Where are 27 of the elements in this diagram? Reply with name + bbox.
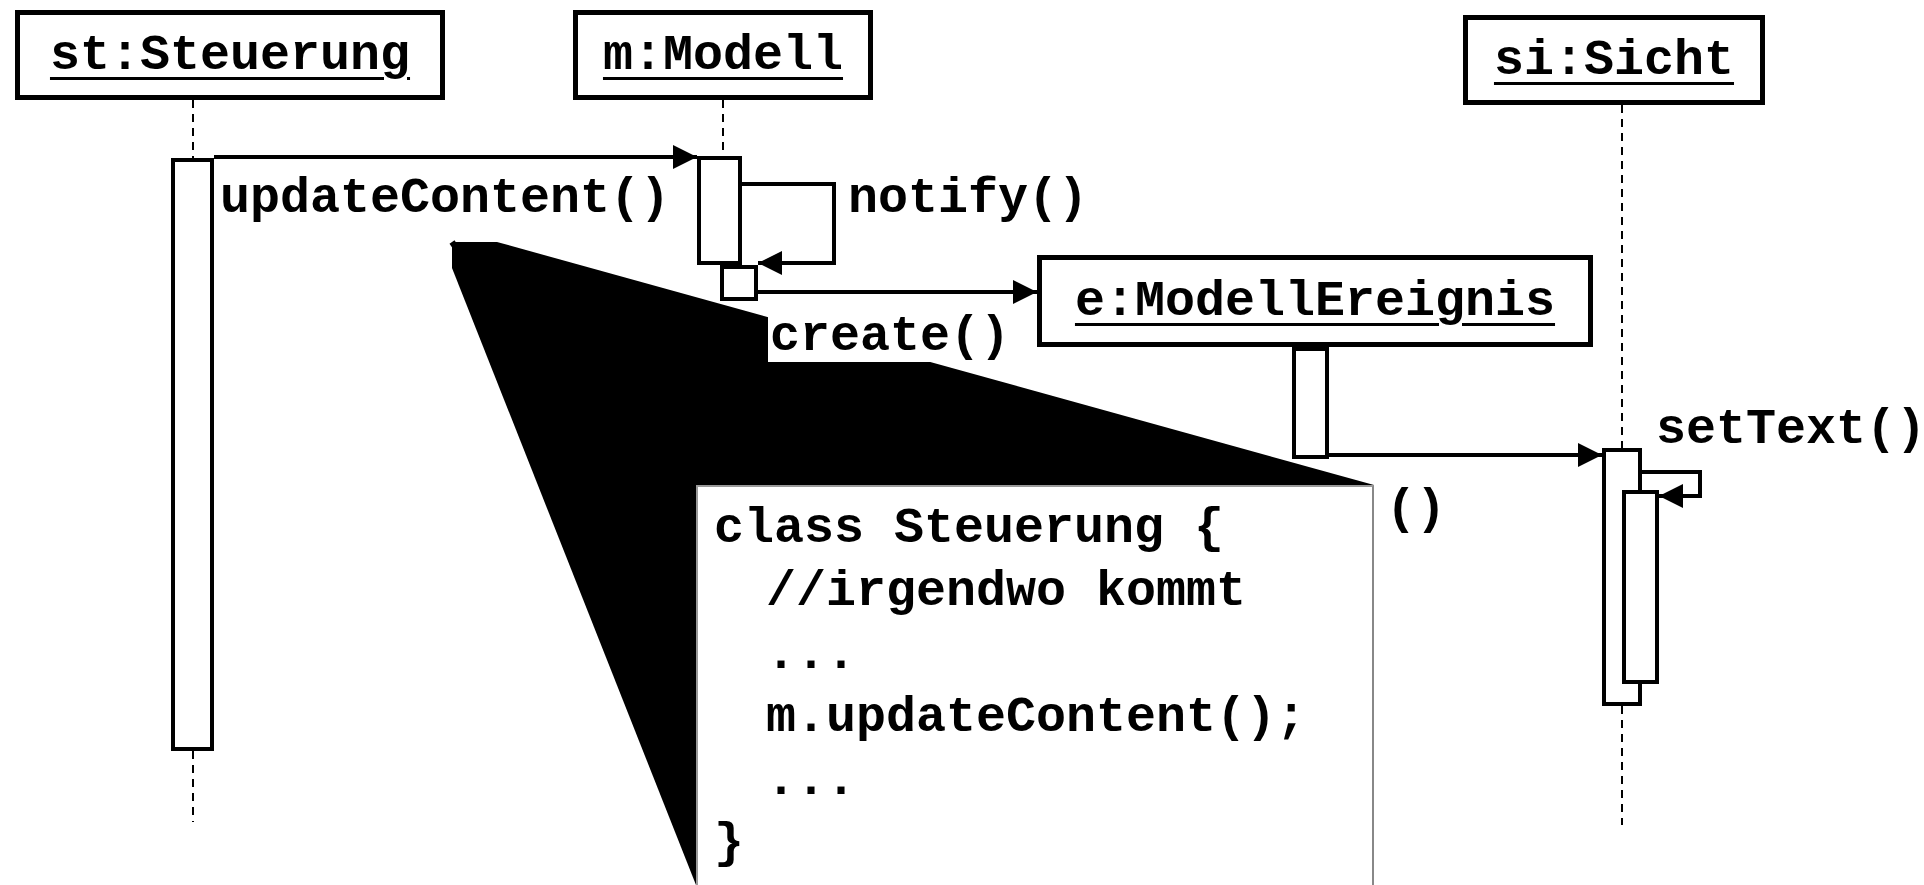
object-name: e:ModellEreignis [1074,272,1556,330]
message-arrow [1329,443,1602,467]
object-name: m:Modell [602,26,843,84]
message-arrow [742,182,836,275]
activation-bar [1292,347,1329,459]
activation-bar [1622,490,1659,684]
object-box [15,10,445,100]
object-box [573,10,873,100]
lifeline [1621,104,1623,449]
code-line: //irgendwo kommt [765,562,1248,622]
lifeline [192,99,194,159]
activation-bar [171,158,214,751]
code-line: ... [765,751,857,811]
message-arrow [214,145,697,169]
object-box [1463,15,1765,105]
code-callout [696,485,1374,885]
object-name: si:Sicht [1493,31,1734,89]
object-box [1037,255,1593,347]
code-line: } [714,814,745,874]
code-line: m.updateContent(); [765,688,1308,748]
activation-bar [697,156,742,265]
activation-bar [720,265,758,301]
code-line: class Steuerung { [714,499,1226,559]
message-arrow [1642,470,1702,508]
object-name: st:Steuerung [49,26,411,84]
code-line: ... [765,625,857,685]
message-arrow [758,280,1037,304]
